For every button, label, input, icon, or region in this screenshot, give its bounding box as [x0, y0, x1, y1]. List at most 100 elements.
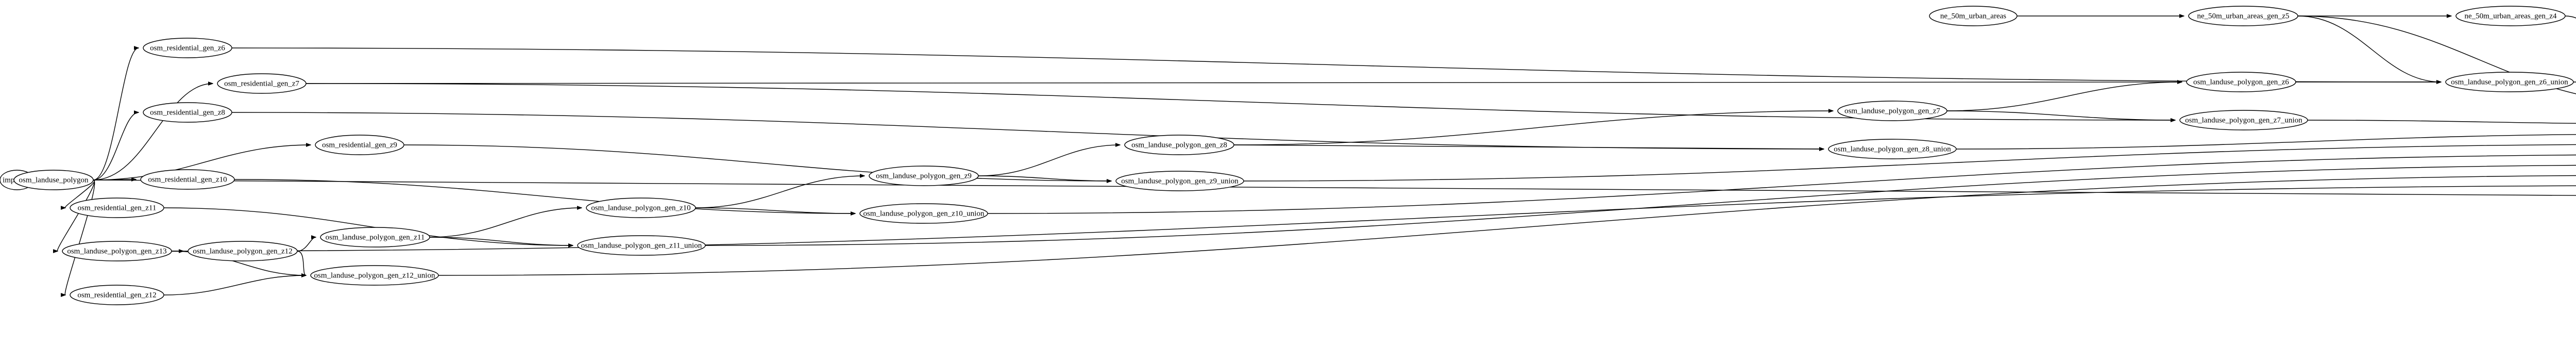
graph-edge	[1233, 111, 1833, 145]
graph-node-osm-landuse-polygon-gen-z11-union[interactable]: osm_landuse_polygon_gen_z11_union	[577, 235, 706, 256]
graph-edge	[93, 112, 139, 180]
node-ellipse	[13, 170, 94, 190]
node-label: osm_landuse_polygon_gen_z11_union	[581, 241, 702, 250]
node-label: ne_50m_urban_areas_gen_z4	[2464, 12, 2557, 20]
graph-edge	[429, 208, 582, 238]
graph-node-osm-residential-gen-z11[interactable]: osm_residential_gen_z11	[70, 198, 164, 218]
node-label: osm_landuse_polygon_gen_z9_union	[1121, 177, 1239, 185]
node-label: osm_residential_gen_z9	[322, 141, 397, 149]
graph-node-osm-landuse-polygon-gen-z12-union[interactable]: osm_landuse_polygon_gen_z12_union	[310, 265, 439, 286]
node-ellipse	[310, 265, 439, 286]
graph-edge	[297, 251, 306, 275]
graph-node-osm-residential-gen-z6[interactable]: osm_residential_gen_z6	[143, 38, 232, 58]
graph-edge	[234, 179, 855, 213]
graph-node-osm-residential-gen-z9[interactable]: osm_residential_gen_z9	[315, 135, 404, 155]
node-label: osm_landuse_polygon_gen_z12	[193, 247, 292, 255]
node-label: osm_landuse_polygon_gen_z7_union	[2185, 116, 2302, 124]
graph-node-ne-50m-urban-areas[interactable]: ne_50m_urban_areas	[1929, 6, 2018, 26]
node-label: osm_landuse_polygon_gen_z12_union	[314, 271, 435, 279]
node-ellipse	[2445, 72, 2574, 92]
node-label: osm_landuse_polygon_gen_z8_union	[1834, 145, 1951, 153]
node-label: osm_landuse_polygon	[19, 176, 89, 184]
graph-node-osm-landuse-polygon-gen-z12[interactable]: osm_landuse_polygon_gen_z12	[188, 241, 298, 261]
graph-edge	[306, 83, 2175, 120]
graph-edge	[695, 176, 865, 208]
graph-edge	[1956, 134, 2576, 150]
graph-edge	[93, 48, 139, 180]
node-ellipse	[2186, 72, 2296, 92]
graph-node-osm-landuse-polygon-gen-z6-union[interactable]: osm_landuse_polygon_gen_z6_union	[2445, 72, 2574, 92]
graph-node-osm-landuse-polygon-gen-z10-union[interactable]: osm_landuse_polygon_gen_z10_union	[859, 203, 988, 224]
graph-node-osm-residential-gen-z10[interactable]: osm_residential_gen_z10	[140, 169, 235, 190]
graph-node-osm-residential-gen-z7[interactable]: osm_residential_gen_z7	[217, 73, 307, 94]
node-ellipse	[70, 198, 164, 218]
node-ellipse	[859, 203, 988, 224]
graph-edge	[2573, 81, 2576, 83]
graph-edge	[1233, 144, 1824, 149]
graph-node-osm-landuse-polygon-gen-z8-union[interactable]: osm_landuse_polygon_gen_z8_union	[1828, 139, 1957, 159]
graph-node-ne-50m-urban-areas-gen-z5[interactable]: ne_50m_urban_areas_gen_z5	[2188, 6, 2298, 26]
node-ellipse	[140, 169, 235, 190]
graph-node-osm-residential-gen-z8[interactable]: osm_residential_gen_z8	[143, 102, 232, 123]
graph-edge	[1946, 110, 2175, 120]
graph-edge	[1243, 144, 2576, 182]
graph-edge	[306, 82, 2182, 84]
node-label: osm_landuse_polygon_gen_z13	[67, 247, 166, 255]
graph-edge	[163, 207, 573, 245]
node-ellipse	[2455, 6, 2566, 26]
node-ellipse	[315, 135, 404, 155]
node-label: osm_landuse_polygon_gen_z6	[2193, 78, 2289, 86]
graph-node-osm-landuse-polygon-gen-z7[interactable]: osm_landuse_polygon_gen_z7	[1837, 101, 1947, 121]
graph-node-osm-landuse-polygon-gen-z10[interactable]: osm_landuse_polygon_gen_z10	[586, 198, 696, 218]
node-label: osm_landuse_polygon_gen_z9	[876, 172, 972, 180]
graph-edge	[978, 145, 1120, 176]
graph-edge	[163, 275, 306, 295]
graph-node-ne-50m-urban-areas-gen-z4[interactable]: ne_50m_urban_areas_gen_z4	[2455, 6, 2566, 26]
node-label: osm_landuse_polygon_gen_z8	[1131, 141, 1227, 149]
node-ellipse	[2179, 110, 2308, 130]
graph-edge	[2297, 15, 2441, 82]
graph-node-osm-landuse-polygon[interactable]: osm_landuse_polygon	[13, 170, 94, 190]
node-ellipse	[1828, 139, 1957, 159]
node-label: osm_landuse_polygon_gen_z7	[1844, 107, 1940, 115]
node-label: osm_landuse_polygon_gen_z10	[591, 204, 690, 212]
node-ellipse	[586, 198, 696, 218]
graph-node-osm-landuse-polygon-gen-z9-union[interactable]: osm_landuse_polygon_gen_z9_union	[1115, 171, 1244, 191]
graph-edge	[705, 164, 2576, 246]
node-ellipse	[577, 235, 706, 256]
graph-edge	[93, 145, 311, 180]
graph-edge	[57, 179, 95, 251]
graph-edge	[231, 47, 2441, 82]
graph-node-osm-residential-gen-z12[interactable]: osm_residential_gen_z12	[70, 285, 164, 305]
node-label: osm_landuse_polygon_gen_z6_union	[2451, 78, 2568, 86]
graph-edge	[93, 84, 213, 180]
graph-edge	[403, 144, 1111, 181]
node-ellipse	[70, 285, 164, 305]
graph-edge	[65, 179, 95, 295]
graph-node-osm-landuse-polygon-gen-z6[interactable]: osm_landuse_polygon_gen_z6	[2186, 72, 2296, 92]
graph-node-osm-landuse-polygon-gen-z9[interactable]: osm_landuse_polygon_gen_z9	[869, 166, 979, 186]
node-ellipse	[2188, 6, 2298, 26]
node-label: osm_residential_gen_z8	[150, 108, 225, 117]
node-ellipse	[1837, 101, 1947, 121]
graph-node-osm-landuse-polygon-gen-z13[interactable]: osm_landuse_polygon_gen_z13	[62, 241, 172, 261]
graph-node-osm-landuse-polygon-gen-z11[interactable]: osm_landuse_polygon_gen_z11	[320, 227, 430, 248]
graph-edge	[231, 112, 1824, 149]
node-ellipse	[869, 166, 979, 186]
node-ellipse	[217, 73, 307, 94]
graph-node-osm-landuse-polygon-gen-z8[interactable]: osm_landuse_polygon_gen_z8	[1124, 135, 1234, 155]
graph-edge	[2307, 120, 2576, 124]
graph-edge	[2297, 15, 2576, 94]
node-label: osm_residential_gen_z6	[150, 44, 225, 52]
node-ellipse	[143, 102, 232, 123]
node-label: ne_50m_urban_areas_gen_z5	[2197, 12, 2289, 20]
node-ellipse	[320, 227, 430, 248]
node-label: osm_residential_gen_z10	[148, 175, 227, 184]
graph-node-osm-landuse-polygon-gen-z7-union[interactable]: osm_landuse_polygon_gen_z7_union	[2179, 110, 2308, 130]
node-ellipse	[62, 241, 172, 261]
node-label: osm_residential_gen_z11	[78, 204, 157, 212]
graph-edge	[438, 175, 2576, 276]
graph-edge	[987, 154, 2576, 214]
graph-edge	[297, 237, 316, 252]
